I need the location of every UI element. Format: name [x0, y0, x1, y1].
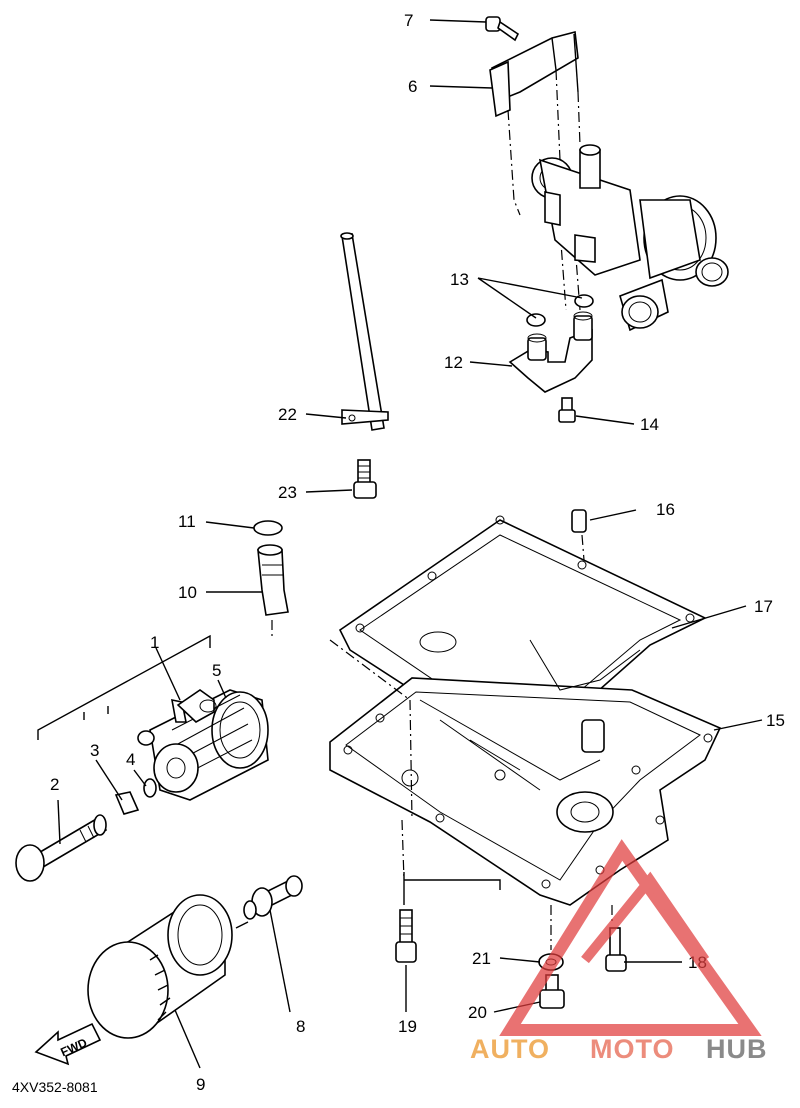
part-label-16: 16 — [656, 500, 675, 519]
pump-body-drawing — [531, 144, 729, 332]
part-label-14: 14 — [640, 415, 659, 434]
part-label-15: 15 — [766, 711, 785, 730]
part-label-2: 2 — [50, 775, 59, 794]
part-label-5: 5 — [212, 661, 221, 680]
part-label-10: 10 — [178, 583, 197, 602]
bolt-7-drawing — [485, 16, 520, 42]
watermark-text-hub: HUB — [706, 1034, 768, 1064]
part-label-12: 12 — [444, 353, 463, 372]
automotohub-watermark: AUTO MOTO HUB — [470, 839, 768, 1064]
part-label-21: 21 — [472, 949, 491, 968]
leader-lines — [57, 19, 763, 1069]
part-label-6: 6 — [408, 77, 417, 96]
part-label-20: 20 — [468, 1003, 487, 1022]
part-label-8: 8 — [296, 1017, 305, 1036]
part-label-23: 23 — [278, 483, 297, 502]
part-label-13: 13 — [450, 270, 469, 289]
part-label-1: 1 — [150, 633, 159, 652]
watermark-text-auto: AUTO — [470, 1034, 550, 1064]
oil-pump-assembly — [485, 16, 729, 423]
fwd-arrow-icon: FWD — [34, 1022, 102, 1066]
drain-bolt-20-drawing — [539, 905, 565, 1009]
part-label-7: 7 — [404, 11, 413, 30]
bolt-19-drawing — [395, 872, 501, 963]
part-number-labels: 1 2 3 4 5 6 7 8 9 10 11 12 13 14 15 16 1… — [50, 11, 785, 1094]
diagram-code: 4XV352-8081 — [12, 1079, 98, 1095]
union-bolt-8-drawing — [243, 875, 303, 920]
bracket-6-drawing — [489, 30, 579, 118]
part-label-22: 22 — [278, 405, 297, 424]
pipe-12-drawing — [508, 311, 593, 393]
oil-cooler-assembly — [15, 634, 269, 882]
part-label-11: 11 — [178, 512, 196, 531]
part-label-19: 19 — [398, 1017, 417, 1036]
oil-nozzle-assembly — [253, 520, 289, 640]
part-label-4: 4 — [126, 750, 135, 769]
part-label-3: 3 — [90, 741, 99, 760]
strainer-pipe-assembly — [340, 232, 389, 499]
part-label-17: 17 — [754, 597, 773, 616]
bolt-14-drawing — [558, 397, 576, 423]
oil-filter-drawing — [87, 894, 249, 1039]
part-label-9: 9 — [196, 1075, 205, 1094]
o-ring-13b-drawing — [526, 313, 546, 327]
watermark-text-moto: MOTO — [590, 1034, 675, 1064]
watermark-logo-icon — [499, 839, 762, 1036]
